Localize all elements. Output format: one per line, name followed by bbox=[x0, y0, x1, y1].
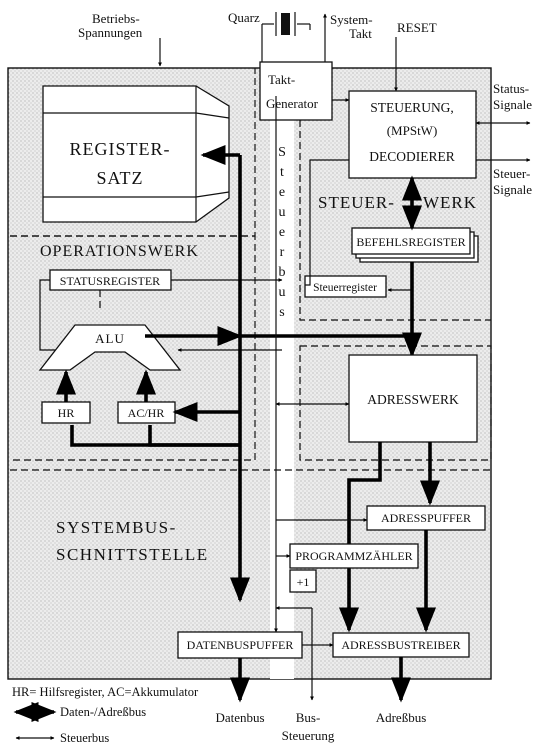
adresspuffer-label: ADRESSPUFFER bbox=[381, 511, 471, 525]
adressbustreiber-label: ADRESSBUSTREIBER bbox=[341, 638, 460, 652]
betriebsspannungen-label-1: Betriebs- bbox=[92, 11, 140, 26]
systemtakt-label-1: System- bbox=[330, 12, 373, 27]
legend-ctrl-label: Steuerbus bbox=[60, 731, 109, 745]
steuerbus-letter: t bbox=[280, 165, 284, 180]
steuerbus-letter: b bbox=[279, 265, 286, 280]
steuerbus-letter: e bbox=[279, 225, 285, 240]
reset-label: RESET bbox=[397, 20, 437, 35]
registersatz-block bbox=[42, 85, 230, 223]
bussteuerung-label-2: Steuerung bbox=[282, 728, 335, 743]
adressbustreiber-block bbox=[332, 632, 470, 658]
bussteuerung-label-1: Bus- bbox=[296, 710, 321, 725]
befehlsregister-label: BEFEHLSREGISTER bbox=[356, 235, 465, 249]
statusregister-label: STATUSREGISTER bbox=[60, 274, 160, 288]
programmzaehler-block bbox=[289, 543, 419, 569]
steuerwerk-label-2: WERK bbox=[423, 193, 477, 212]
steuerung-label-3: DECODIERER bbox=[369, 149, 455, 164]
steuerwerk-label-1: STEUER- bbox=[318, 193, 395, 212]
adresswerk-block bbox=[348, 354, 478, 443]
steuerbus-letter: u bbox=[279, 285, 286, 300]
steuerregister-feedback-line bbox=[305, 159, 349, 286]
region-steuerwerk bbox=[299, 98, 491, 321]
plus-one-label: +1 bbox=[297, 575, 310, 589]
adresswerk-label: ADRESSWERK bbox=[367, 392, 459, 407]
systemtakt-label-2: Takt bbox=[349, 26, 372, 41]
plus-one-block bbox=[289, 569, 317, 593]
betriebsspannungen-label-2: Spannungen bbox=[78, 25, 143, 40]
status-signale-label-1: Status- bbox=[493, 81, 529, 96]
quarz-crystal-icon bbox=[261, 12, 311, 64]
adressbus-label: Adreßbus bbox=[376, 710, 427, 725]
region-operationswerk bbox=[10, 235, 256, 461]
taktgenerator-label-1: Takt- bbox=[268, 72, 295, 87]
operationswerk-label: OPERATIONSWERK bbox=[40, 243, 199, 260]
taktgenerator-label-2: Generator bbox=[266, 96, 319, 111]
datenbus-label: Datenbus bbox=[215, 710, 264, 725]
footnote: HR= Hilfsregister, AC=Akkumulator bbox=[12, 685, 199, 699]
systembus-label-1: SYSTEMBUS- bbox=[56, 518, 177, 537]
hr-label: HR bbox=[58, 406, 75, 420]
legend-data-label: Daten-/Adreßbus bbox=[60, 705, 146, 719]
registersatz-label-2: SATZ bbox=[96, 168, 143, 188]
steuerung-label-2: (MPStW) bbox=[387, 123, 438, 138]
datenbuspuffer-label: DATENBUSPUFFER bbox=[187, 638, 294, 652]
quarz-label: Quarz bbox=[228, 10, 260, 25]
steuer-signale-label-2: Signale bbox=[493, 182, 532, 197]
taktgenerator-block bbox=[259, 61, 333, 121]
systembus-label-2: SCHNITTSTELLE bbox=[56, 545, 209, 564]
steuerregister-label: Steuerregister bbox=[313, 282, 377, 294]
befehlsregister-block bbox=[351, 227, 479, 263]
bus-to-achr bbox=[148, 425, 240, 447]
steuerung-block bbox=[348, 90, 477, 179]
programmzaehler-label: PROGRAMMZÄHLER bbox=[295, 549, 412, 563]
registersatz-label-1: REGISTER- bbox=[70, 139, 171, 159]
steuerbus-letter: u bbox=[279, 205, 286, 220]
steuerbus-letter: e bbox=[279, 185, 285, 200]
status-signale-label-2: Signale bbox=[493, 97, 532, 112]
alu-label: ALU bbox=[95, 331, 125, 346]
steuerbus-letter: S bbox=[278, 145, 286, 160]
region-adresswerk bbox=[299, 345, 492, 461]
steuer-signale-label-1: Steuer- bbox=[493, 166, 530, 181]
achr-label: AC/HR bbox=[128, 406, 165, 420]
steuerbus-letter: s bbox=[279, 305, 284, 320]
steuerbus-letter: r bbox=[280, 245, 285, 260]
steuerbus-vertical-label: S t e u e r b u s bbox=[278, 145, 286, 320]
alu-status-line bbox=[39, 279, 60, 351]
steuerung-label-1: STEUERUNG, bbox=[370, 100, 454, 115]
steuerregister-block bbox=[304, 275, 387, 298]
